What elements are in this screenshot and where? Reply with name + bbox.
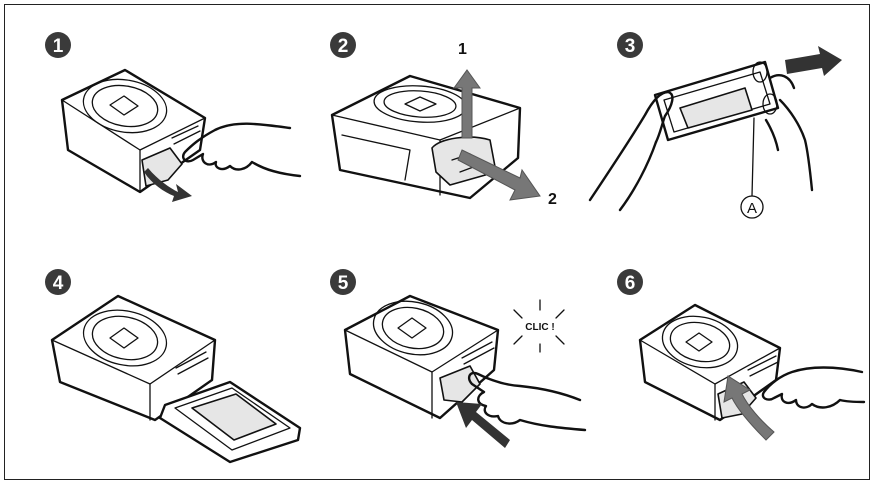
step-3-panel: 3 A	[588, 32, 842, 219]
step-1-badge: 1	[45, 32, 71, 58]
printer-illustration	[343, 294, 500, 420]
step-2-number: 2	[338, 36, 349, 57]
hand-illustration	[181, 122, 302, 178]
step-2-arrow-up-icon	[453, 69, 481, 139]
step-2-arrow-out-icon	[457, 149, 541, 201]
label-up: 1	[458, 41, 467, 58]
printer-illustration	[330, 74, 522, 200]
step-1-panel: 1	[45, 32, 302, 202]
step-2-panel: 2 1 2	[330, 32, 557, 208]
step-1-arrow-icon	[144, 168, 192, 202]
paper-tray-illustration	[158, 380, 302, 464]
step-1-number: 1	[53, 36, 64, 57]
step-5-number: 5	[338, 273, 349, 294]
label-out: 2	[548, 191, 557, 208]
step-5-badge: 5	[330, 269, 356, 295]
hand-illustration	[588, 74, 814, 212]
hand-illustration	[761, 366, 866, 409]
hand-illustration	[467, 371, 587, 432]
clic-label: CLIC !	[525, 322, 554, 333]
step-3-badge: 3	[617, 32, 643, 58]
step-3-arrow-icon	[785, 46, 842, 76]
printer-illustration	[638, 303, 782, 422]
step-6-arrow-icon	[723, 375, 775, 441]
step-2-badge: 2	[330, 32, 356, 58]
step-6-badge: 6	[617, 269, 643, 295]
step-5-arrow-icon	[456, 402, 510, 448]
step-6-panel: 6	[617, 269, 866, 441]
step-5-panel: 5 CLIC !	[330, 269, 587, 448]
printer-illustration	[50, 294, 217, 422]
step-4-number: 4	[53, 273, 64, 294]
printer-illustration	[60, 68, 207, 194]
clic-sound-effect: CLIC !	[513, 299, 565, 353]
step-6-number: 6	[625, 273, 636, 294]
step-4-badge: 4	[45, 269, 71, 295]
callout-a-label: A	[747, 200, 757, 217]
ink-cartridge-illustration	[653, 60, 780, 142]
step-3-number: 3	[625, 36, 636, 57]
step-4-panel: 4	[45, 269, 302, 464]
callout-a: A	[740, 117, 764, 219]
